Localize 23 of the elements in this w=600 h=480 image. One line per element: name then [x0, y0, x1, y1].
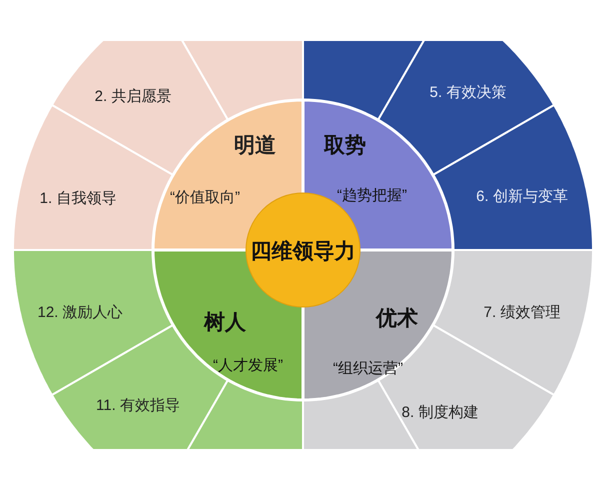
quadrant-title: 明道 — [234, 134, 276, 156]
segment-label: 11. 有效指导 — [96, 398, 180, 412]
ring-segment — [186, 378, 304, 451]
segment-label: 5. 有效决策 — [430, 84, 506, 100]
ring-segment — [377, 39, 556, 176]
ring-segment — [12, 104, 174, 251]
segment-label: 6. 创新与变革 — [476, 188, 568, 204]
quadrant-subtitle: “趋势把握” — [337, 188, 407, 202]
segment-label: 12. 激励人心 — [37, 304, 123, 320]
ring-segment — [432, 104, 594, 251]
ring-segment — [302, 378, 420, 451]
segment-label: 8. 制度构建 — [402, 404, 478, 420]
quadrant-subtitle: “人才发展” — [213, 358, 283, 372]
quadrant-subtitle: “组织运营” — [333, 360, 403, 376]
quadrant-subtitle: “价值取向” — [170, 190, 240, 204]
quadrant-title: 优术 — [376, 308, 418, 328]
segment-label: 2. 共启愿景 — [94, 88, 172, 104]
quadrant-title: 树人 — [204, 312, 246, 332]
quadrant-title: 取势 — [324, 134, 366, 156]
segment-label: 1. 自我领导 — [40, 190, 116, 206]
ring-segment — [50, 39, 229, 176]
segment-label: 7. 绩效管理 — [484, 304, 560, 320]
center-title: 四维领导力 — [250, 240, 356, 262]
